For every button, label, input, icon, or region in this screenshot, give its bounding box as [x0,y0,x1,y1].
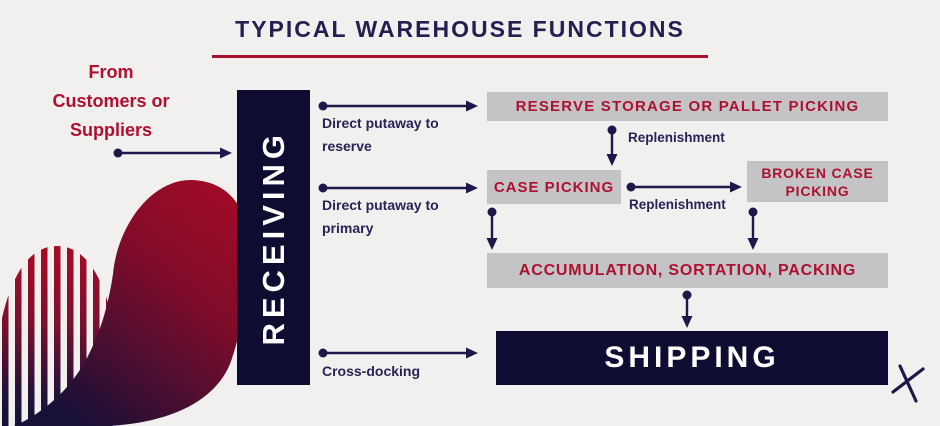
arrow-receiving-to-case-picking [318,182,478,194]
source-line-1: From [88,62,134,82]
source-line-2: Customers or [52,91,170,111]
edge-label-direct-putaway-primary: Direct putaway to primary [322,197,439,236]
node-shipping: SHIPPING [496,331,888,385]
x-mark-icon [891,364,925,403]
source-line-3: Suppliers [69,120,153,140]
arrow-case-picking-to-broken-case [626,181,742,193]
title-underline [212,55,708,58]
edge-label-replenishment-horizontal: Replenishment [629,197,726,212]
edge-label-direct-putaway-reserve: Direct putaway to reserve [322,115,439,154]
striped-dome-shape [2,246,113,426]
edge-label-replenishment-vertical: Replenishment [628,130,725,145]
node-broken-case-picking: BROKEN CASE PICKING [747,161,888,202]
arrow-broken-case-to-accumulation [747,207,759,250]
node-reserve-storage: RESERVE STORAGE OR PALLET PICKING [487,92,888,121]
source-label: From Customers or Suppliers [28,58,194,145]
node-receiving: RECEIVING [237,90,310,385]
arrow-receiving-to-shipping [318,347,478,359]
node-accumulation-sortation-packing: ACCUMULATION, SORTATION, PACKING [487,253,888,288]
arrow-reserve-to-case-picking [606,125,618,166]
edge-label-cross-docking: Cross-docking [322,363,421,379]
page-title: TYPICAL WAREHOUSE FUNCTIONS [235,16,685,42]
node-case-picking: CASE PICKING [487,170,621,204]
gradient-blob-shape [14,179,250,426]
receiving-label: RECEIVING [255,129,291,346]
arrow-source-to-receiving [113,147,232,159]
arrow-case-picking-to-accumulation [486,207,498,250]
arrow-accumulation-to-shipping [681,290,693,328]
arrow-receiving-to-reserve [318,100,478,112]
